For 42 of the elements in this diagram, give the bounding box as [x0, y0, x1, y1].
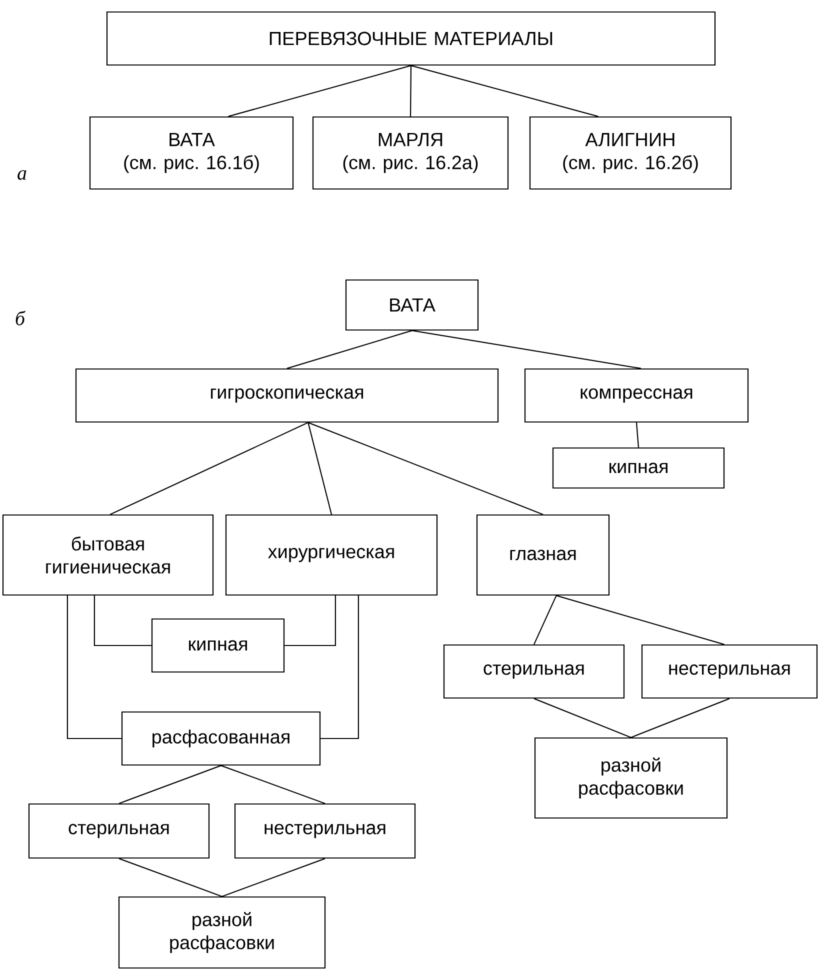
connector-line — [630, 698, 730, 738]
connector-line — [286, 330, 412, 369]
category-box: ВАТА — [345, 279, 479, 331]
connector-line — [534, 698, 632, 738]
item-box: глазная — [476, 514, 610, 596]
connector-line — [118, 858, 222, 897]
category-box: ПЕРЕВЯЗОЧНЫЕ МАТЕРИАЛЫ — [106, 11, 716, 66]
item-box: кипная — [151, 618, 285, 673]
item-box: стерильная — [443, 644, 625, 699]
item-box: нестерильная — [641, 644, 818, 699]
connector-line — [534, 595, 557, 645]
connector-line — [636, 422, 640, 448]
connector-line — [110, 422, 308, 515]
connector-line — [410, 66, 412, 116]
item-box: хирургическая — [225, 514, 438, 596]
item-box: стерильная — [28, 803, 210, 859]
item-box: компрессная — [524, 368, 749, 423]
item-box: кипная — [552, 447, 725, 489]
item-box: бытовая гигиеническая — [2, 514, 214, 596]
connector-line — [94, 596, 152, 646]
panel-letter: а — [18, 170, 26, 180]
connector-line — [410, 65, 598, 117]
connector-line — [222, 858, 326, 897]
item-box: расфасованная — [121, 711, 321, 766]
connector-line — [220, 765, 326, 804]
connector-line — [66, 596, 122, 740]
item-box: гигроскопическая — [75, 368, 499, 423]
connector-line — [556, 595, 724, 645]
connector-line — [118, 765, 222, 804]
connector-line — [284, 596, 336, 646]
panel-letter: б — [16, 310, 26, 326]
item-box: АЛИГНИН (см. рис. 16.2б) — [529, 116, 732, 190]
item-box: нестерильная — [234, 803, 416, 859]
item-box: разной расфасовки — [118, 896, 326, 969]
connector-line — [320, 596, 359, 740]
item-box: разной расфасовки — [534, 737, 728, 819]
connector-line — [308, 422, 544, 515]
connector-line — [308, 422, 332, 515]
connector-line — [412, 330, 642, 369]
connector-line — [228, 65, 412, 117]
item-box: ВАТА (см. рис. 16.1б) — [89, 116, 294, 190]
item-box: МАРЛЯ (см. рис. 16.2а) — [312, 116, 509, 190]
